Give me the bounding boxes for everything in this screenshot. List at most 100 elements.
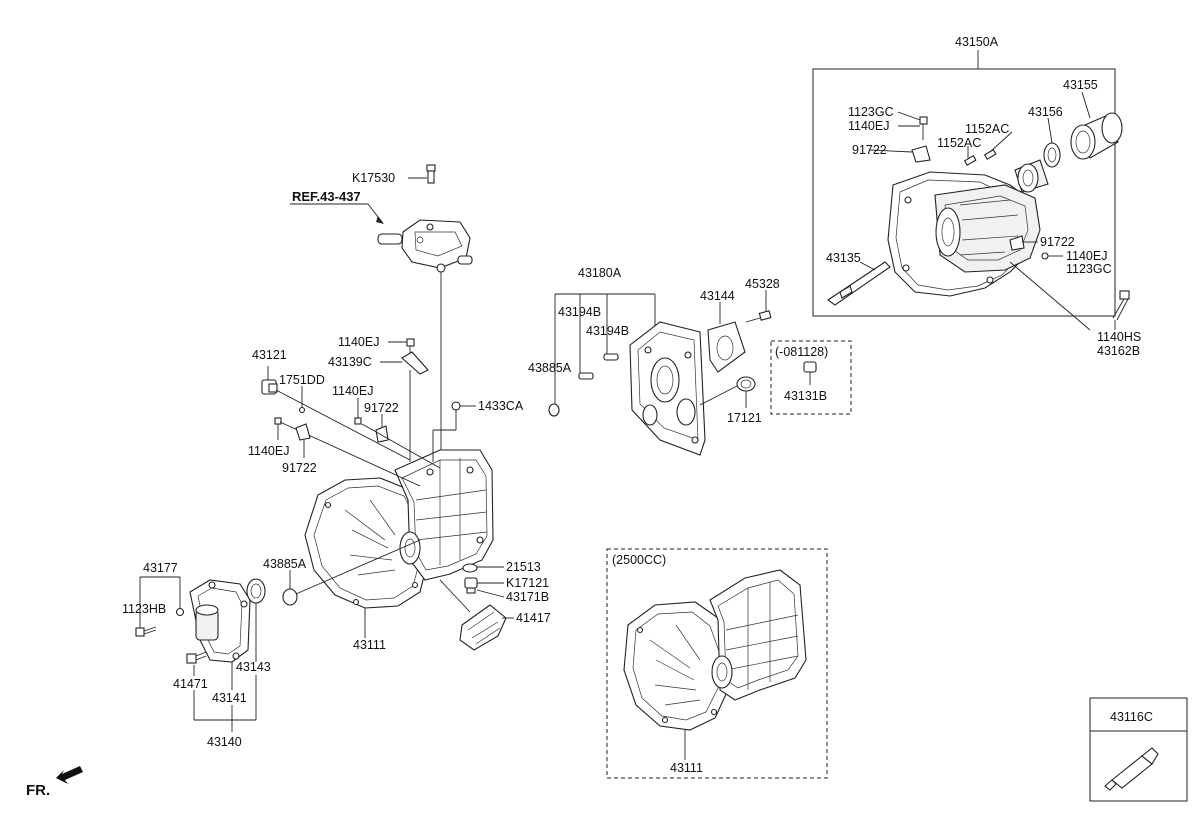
sealant-box-43116C: 43116C: [1089, 697, 1188, 802]
label-front: FR.: [26, 782, 50, 799]
label-17121: 17121: [727, 411, 762, 425]
front-cover-assembly-43140: 43177 1123HB 43143 41471 43141 43140: [122, 561, 271, 749]
label-43140: 43140: [207, 735, 242, 749]
label-43139C: 43139C: [328, 355, 372, 369]
transmission-case-43111: 43111: [304, 449, 494, 652]
label-2500CC: (2500CC): [612, 553, 666, 567]
bolt-45328-part: [745, 310, 772, 323]
pin-43194B-b: [603, 353, 619, 361]
front-arrow-icon: [56, 766, 83, 784]
seal-43143-part: [246, 578, 266, 604]
label-43135: 43135: [826, 251, 861, 265]
label-43171B: 43171B: [506, 590, 549, 604]
label-43162B: 43162B: [1097, 344, 1140, 358]
bolt-1152AC-a: [963, 155, 977, 166]
plug-1433CA-part: [451, 401, 461, 411]
label-43885A-upper: 43885A: [528, 361, 572, 375]
label-K17121: K17121: [506, 576, 549, 590]
ring-21513-part: [462, 563, 478, 573]
pin-43194B-a: [578, 372, 594, 380]
boot-41417-part: [459, 604, 507, 651]
bolt-1123HB-b: [135, 626, 157, 637]
label-91722-top: 91722: [852, 143, 887, 157]
label-1140EJ-center: 1140EJ: [338, 335, 379, 349]
label-43111-main: 43111: [353, 638, 386, 652]
label-43131B: 43131B: [784, 389, 827, 403]
intermediate-plate-43180A: 43180A 43194B 43194B 43885A: [528, 266, 706, 456]
front-direction-indicator: FR.: [26, 766, 83, 799]
seal-ring-part: [1043, 142, 1061, 168]
assembly-box-43150A: [812, 68, 1116, 317]
bracket-91722-right: [1009, 235, 1025, 251]
label-43150A: 43150A: [955, 35, 999, 49]
label-41471: 41471: [173, 677, 208, 691]
bracket-91722-left: [295, 423, 311, 441]
label-43116C: 43116C: [1110, 710, 1153, 724]
label-1140EJ-right: 1140EJ: [1066, 249, 1107, 263]
label-91722-left: 91722: [282, 461, 317, 475]
label-43180A: 43180A: [578, 266, 622, 280]
label-1140EJ-mid: 1140EJ: [332, 384, 373, 398]
sensor-43131B-part: [803, 361, 817, 373]
bolt-1140EJ-mid: [354, 417, 362, 425]
label-43144: 43144: [700, 289, 735, 303]
plug-43885A-upper: [548, 403, 560, 417]
bracket-91722-top: [911, 145, 931, 163]
bolt-1140EJ-left-lower: [274, 417, 282, 434]
shift-lever-housing-part: [377, 219, 473, 273]
label-081128: (-081128): [775, 345, 828, 359]
label-43121: 43121: [252, 348, 287, 362]
label-43143: 43143: [236, 660, 271, 674]
bracket-43144-part: [707, 321, 746, 373]
label-91722-right: 91722: [1040, 235, 1075, 249]
label-43885A-lower: 43885A: [263, 557, 307, 571]
label-1140HS: 1140HS: [1097, 330, 1141, 344]
bolt-1140EJ-right: [1041, 252, 1049, 260]
sealant-tube-icon: [1104, 747, 1159, 791]
bracket-43139C-part: [401, 351, 429, 375]
plug-43121-part: [261, 379, 278, 395]
label-43177: 43177: [143, 561, 178, 575]
assembly-43150A: 43150A: [812, 35, 1123, 317]
bolt-1140HS-part: [1112, 290, 1130, 321]
plate-body-part: [629, 321, 706, 456]
bolt-41471-part: [186, 651, 207, 664]
label-43155: 43155: [1063, 78, 1098, 92]
plug-43885A-lower: [282, 588, 298, 606]
variant-box-2500CC: (2500CC) 43111: [606, 548, 828, 779]
front-cover-43141-part: [189, 579, 251, 663]
label-1433CA: 1433CA: [478, 399, 524, 413]
label-1140EJ-left: 1140EJ: [248, 444, 289, 458]
bolt-1152AC-b: [983, 149, 997, 160]
bracket-91722-mid: [375, 425, 389, 443]
bolt-1751DD-part: [298, 406, 306, 414]
bolt-1123GC-top: [919, 116, 928, 140]
label-43111-2500CC: 43111: [670, 761, 703, 775]
label-43156: 43156: [1028, 105, 1063, 119]
label-1152AC-mid: 1152AC: [937, 136, 981, 150]
label-43194B-b: 43194B: [586, 324, 629, 338]
bearing-43156-part: [1014, 159, 1049, 193]
sensor-43171B-part: [464, 577, 478, 594]
label-ref-43-437: REF.43-437: [292, 189, 361, 204]
cover-43155-part: [1070, 112, 1123, 160]
label-43141: 43141: [212, 691, 247, 705]
extension-housing-part: [887, 171, 1041, 297]
label-91722-mid: 91722: [364, 401, 399, 415]
variant-box-081128: (-081128) 43131B: [770, 340, 852, 415]
bolt-1123HB-a: [175, 607, 185, 617]
label-1140EJ-top: 1140EJ: [848, 119, 889, 133]
transmission-case-2500CC-part: [623, 569, 807, 731]
seal-17121-part: [736, 376, 756, 392]
label-K17530: K17530: [352, 171, 395, 185]
label-41417: 41417: [516, 611, 551, 625]
label-21513: 21513: [506, 560, 541, 574]
shift-control-assembly: K17530 REF.43-437: [290, 164, 473, 455]
label-1751DD: 1751DD: [279, 373, 325, 387]
label-1152AC-top: 1152AC: [965, 122, 1009, 136]
label-43194B-a: 43194B: [558, 305, 601, 319]
sensor-K17530-part: [426, 164, 436, 184]
label-45328: 45328: [745, 277, 780, 291]
label-1123GC-top: 1123GC: [848, 105, 894, 119]
